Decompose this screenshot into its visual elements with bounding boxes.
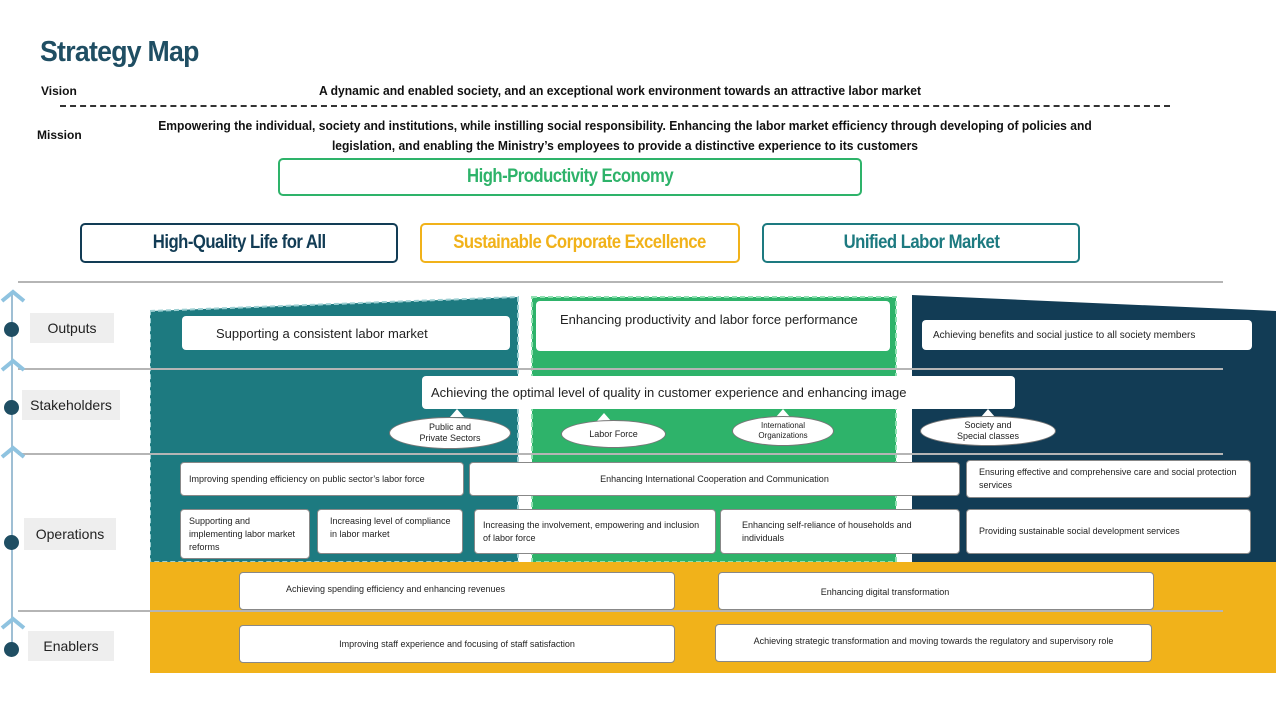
stakeholders-dot-icon (4, 400, 19, 415)
op-household-self-reliance: Enhancing self-reliance of households an… (720, 509, 960, 554)
row-label-outputs: Outputs (30, 313, 114, 343)
chevron-up-icon (0, 445, 26, 459)
oval-line: Organizations (758, 431, 808, 440)
theme-unified-labor-market: Unified Labor Market (762, 223, 1080, 263)
chevron-up-icon (0, 358, 26, 372)
header-divider (18, 281, 1223, 283)
op-international-cooperation: Enhancing International Cooperation and … (469, 462, 960, 496)
divider-operations (18, 610, 1223, 612)
chevron-up-icon (0, 616, 26, 630)
theme-high-productivity-economy: High-Productivity Economy (278, 158, 862, 196)
pointer-icon (776, 409, 790, 417)
oval-line: Public and (428, 422, 472, 432)
pointer-icon (450, 409, 464, 417)
oval-line: International (760, 421, 805, 430)
row-label-stakeholders: Stakeholders (22, 390, 120, 420)
mission-line-1: Empowering the individual, society and i… (158, 118, 1092, 133)
output-social-justice: Achieving benefits and social justice to… (922, 320, 1252, 350)
enablers-dot-icon (4, 642, 19, 657)
stakeholder-customer-experience: Achieving the optimal level of quality i… (422, 376, 1015, 409)
mission-label: Mission (37, 128, 82, 142)
theme-label: Sustainable Corporate Excellence (453, 232, 707, 253)
mission-line-2: legislation, and enabling the Ministry’s… (331, 138, 919, 153)
oval-line: Society and (964, 420, 1012, 430)
op-labor-force-involvement: Increasing the involvement, empowering a… (474, 509, 716, 554)
op-social-development: Providing sustainable social development… (966, 509, 1251, 554)
op-labor-market-reforms: Supporting and implementing labor market… (180, 509, 310, 559)
theme-high-quality-life: High-Quality Life for All (80, 223, 398, 263)
page-title: Strategy Map (40, 36, 199, 68)
theme-label: High-Quality Life for All (152, 232, 326, 253)
oval-line: Labor Force (589, 428, 638, 439)
theme-label: High-Productivity Economy (466, 166, 674, 187)
row-label-operations: Operations (24, 518, 116, 550)
enabler-spending-revenues: Achieving spending efficiency and enhanc… (239, 572, 675, 610)
chevron-up-icon (0, 289, 26, 303)
vision-label: Vision (41, 84, 77, 98)
vision-text: A dynamic and enabled society, and an ex… (318, 83, 922, 98)
divider-outputs (18, 368, 1223, 370)
oval-line: Private Sectors (419, 433, 481, 443)
pointer-icon (981, 409, 995, 417)
output-productivity: Enhancing productivity and labor force p… (536, 301, 890, 351)
theme-label: Unified Labor Market (843, 232, 999, 253)
op-public-spending-efficiency: Improving spending efficiency on public … (180, 462, 464, 496)
enabler-staff-satisfaction: Improving staff experience and focusing … (239, 625, 675, 663)
theme-sustainable-corporate-excellence: Sustainable Corporate Excellence (420, 223, 740, 263)
outputs-dot-icon (4, 322, 19, 337)
oval-line: Special classes (956, 431, 1020, 441)
enabler-regulatory-role: Achieving strategic transformation and m… (715, 624, 1152, 662)
oval-labor-force: Labor Force (561, 420, 666, 448)
op-labor-market-compliance: Increasing level of compliance in labor … (317, 509, 463, 554)
enabler-digital-transformation: Enhancing digital transformation (718, 572, 1154, 610)
row-label-enablers: Enablers (28, 631, 114, 661)
op-care-protection-services: Ensuring effective and comprehensive car… (966, 460, 1251, 498)
vision-divider (60, 105, 1170, 107)
operations-dot-icon (4, 535, 19, 550)
divider-stakeholders (18, 453, 1223, 455)
output-consistent-labor-market: Supporting a consistent labor market (182, 316, 510, 350)
pointer-icon (597, 413, 611, 421)
mission-text: Empowering the individual, society and i… (146, 116, 1104, 156)
side-axis-line (11, 294, 13, 652)
